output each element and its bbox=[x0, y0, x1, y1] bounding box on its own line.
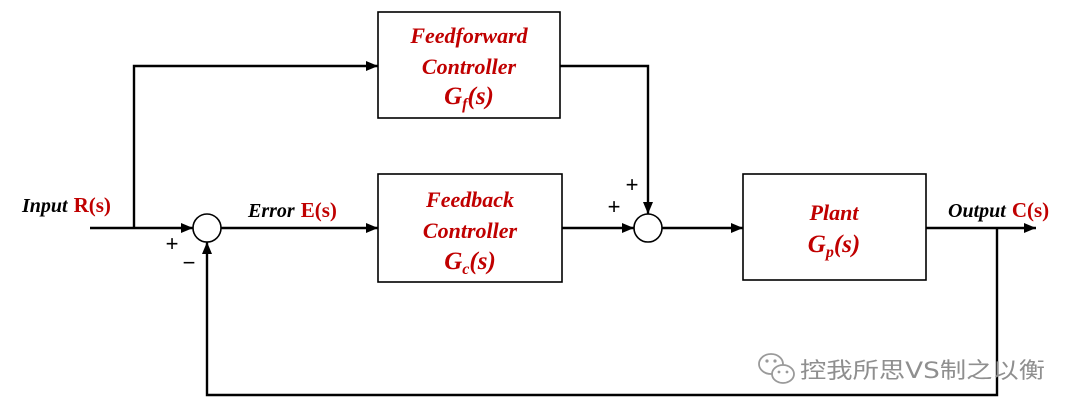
tf-subscript: p bbox=[824, 244, 834, 261]
plant-transfer-function: Gp(s) bbox=[808, 231, 860, 261]
summing-junction-control: + + bbox=[608, 172, 663, 243]
tf-subscript: f bbox=[462, 96, 469, 113]
sum1-minus-sign: − bbox=[183, 250, 196, 275]
summing-junction-circle bbox=[633, 213, 663, 243]
error-label-word: Error bbox=[247, 200, 295, 222]
tf-symbol: G bbox=[444, 248, 462, 275]
feedforward-branch-wire bbox=[132, 61, 378, 228]
tf-subscript: c bbox=[462, 261, 469, 278]
plant-block: Plant Gp(s) bbox=[742, 173, 927, 281]
watermark-text: 控我所思VS制之以衡 bbox=[800, 359, 1045, 384]
input-symbol: R(s) bbox=[74, 193, 111, 217]
sum2-top-plus-sign: + bbox=[626, 172, 639, 197]
wechat-icon bbox=[758, 353, 795, 384]
sum1-plus-sign: + bbox=[166, 231, 179, 256]
feedback-controller-box bbox=[377, 173, 563, 283]
summing-junction-circle bbox=[192, 213, 222, 243]
feedforward-transfer-function: Gf(s) bbox=[444, 83, 494, 113]
output-label-word: Output bbox=[948, 200, 1007, 222]
feedforward-controller-box bbox=[377, 11, 561, 119]
feedforward-controller-subtitle: Controller bbox=[422, 54, 517, 79]
watermark: 控我所思VS制之以衡 bbox=[758, 353, 1045, 384]
summing-junction-error: + − bbox=[166, 213, 222, 275]
feedforward-controller-block: Feedforward Controller Gf(s) bbox=[377, 11, 561, 119]
error-symbol: E(s) bbox=[301, 198, 337, 222]
input-label-word: Input bbox=[21, 195, 69, 217]
feedback-loop-wire bbox=[202, 228, 999, 397]
feedforward-controller-title: Feedforward bbox=[409, 23, 528, 48]
tf-argument: (s) bbox=[468, 83, 494, 110]
tf-argument: (s) bbox=[469, 248, 495, 275]
output-symbol: C(s) bbox=[1012, 198, 1049, 222]
tf-symbol: G bbox=[444, 83, 462, 110]
sum2-left-plus-sign: + bbox=[608, 194, 621, 219]
error-signal-label: Error E(s) bbox=[247, 198, 337, 222]
feedback-controller-subtitle: Controller bbox=[423, 218, 518, 243]
feedback-controller-title: Feedback bbox=[425, 187, 514, 212]
feedforward-output-wire bbox=[560, 64, 653, 214]
plant-title: Plant bbox=[809, 200, 860, 225]
tf-argument: (s) bbox=[834, 231, 860, 258]
plant-box bbox=[742, 173, 927, 281]
feedback-transfer-function: Gc(s) bbox=[444, 248, 496, 278]
tf-symbol: G bbox=[808, 231, 826, 258]
feedback-controller-block: Feedback Controller Gc(s) bbox=[377, 173, 563, 283]
